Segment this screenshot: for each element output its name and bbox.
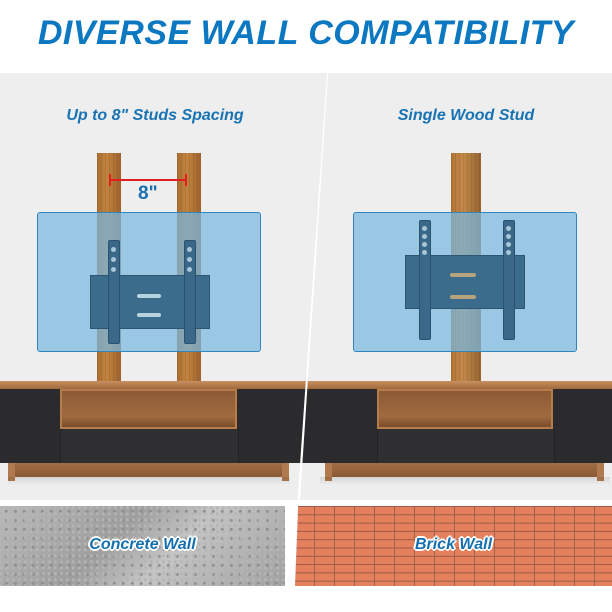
tv-stand-base: [326, 463, 602, 477]
brick-wall-label: Brick Wall: [414, 536, 493, 553]
panel-two-studs: Up to 8" Studs Spacing 8": [0, 73, 327, 500]
mount-hole: [111, 267, 116, 272]
spacing-measure-label: 8": [138, 183, 158, 204]
mount-hole: [111, 257, 116, 262]
tv-wall-mount: [90, 235, 210, 345]
mount-hole: [187, 267, 192, 272]
mount-rail-right: [184, 240, 196, 344]
tv-screen: [353, 212, 577, 352]
mount-hole: [422, 226, 427, 231]
tv-stand-base: [12, 463, 288, 477]
mount-hole: [506, 242, 511, 247]
tv-stand-drawer: [60, 429, 239, 463]
brick-wall-sample: Brick Wall: [295, 506, 612, 586]
panel-subtitle: Single Wood Stud: [397, 107, 535, 124]
mount-hole: [506, 250, 511, 255]
tv-stand-leg: [282, 463, 289, 481]
mount-slot: [450, 295, 476, 299]
tv-stand-drawer: [377, 429, 555, 463]
tv-stand-top: [300, 381, 612, 389]
panel-subtitle: Up to 8" Studs Spacing: [66, 107, 244, 124]
mount-hole: [422, 250, 427, 255]
tv-stand-shelf: [377, 389, 553, 429]
concrete-wall-label: Concrete Wall: [89, 536, 196, 553]
mount-hole: [187, 247, 192, 252]
tv-stand-top: [0, 381, 327, 389]
mount-rail-left: [108, 240, 120, 344]
tv-wall-mount: [405, 220, 525, 345]
floor-shadow: [8, 477, 290, 485]
concrete-wall-sample: Concrete Wall: [0, 506, 285, 586]
mount-slot: [450, 273, 476, 277]
page-title: DIVERSE WALL COMPATIBILITY: [37, 14, 575, 52]
mount-hole: [506, 226, 511, 231]
mount-slot: [137, 313, 161, 317]
mount-hole: [422, 242, 427, 247]
floor-shadow: [320, 477, 610, 485]
spacing-measure-line: [109, 174, 187, 186]
tv-stand-leg: [325, 463, 332, 481]
mount-hole: [422, 234, 427, 239]
mount-hole: [111, 247, 116, 252]
tv-stand-shelf: [60, 389, 237, 429]
mount-hole: [506, 234, 511, 239]
tv-stand-leg: [597, 463, 604, 481]
tv-stand-leg: [8, 463, 15, 481]
mount-hole: [187, 257, 192, 262]
panel-single-stud: Single Wood Stud: [300, 73, 612, 500]
mount-slot: [137, 294, 161, 298]
